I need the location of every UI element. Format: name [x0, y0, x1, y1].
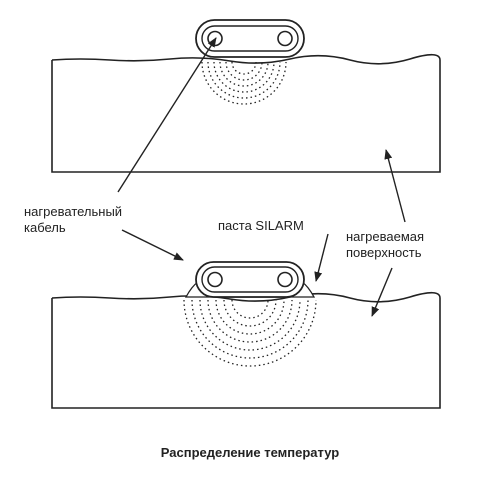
bottom-heat-pattern	[183, 299, 317, 367]
heating-cable-label: нагревательный кабель	[24, 204, 122, 236]
annotation-arrows	[117, 37, 406, 317]
top-surface-block	[51, 53, 441, 173]
arrow-cable-to-top	[117, 37, 217, 193]
bottom-heating-cable	[184, 261, 316, 298]
silarm-paste-label: паста SILARM	[218, 218, 304, 233]
arrow-paste	[314, 233, 329, 282]
top-heating-cable	[195, 19, 305, 58]
arrow-surface-to-bottom	[371, 267, 393, 317]
arrow-cable-to-bottom	[121, 229, 184, 261]
heated-surface-label-line2: поверхность	[346, 245, 422, 260]
top-heat-pattern	[201, 61, 287, 105]
bottom-surface-block	[51, 291, 441, 409]
heating-cable-label-line1: нагревательный	[24, 204, 123, 219]
heating-cable-label-line2: кабель	[24, 220, 66, 235]
arrow-surface-to-top	[384, 149, 406, 223]
diagram-caption: Распределение температур	[160, 445, 340, 460]
heated-surface-label-line1: нагреваемая	[346, 229, 425, 244]
heated-surface-label: нагреваемая поверхность	[346, 229, 424, 261]
